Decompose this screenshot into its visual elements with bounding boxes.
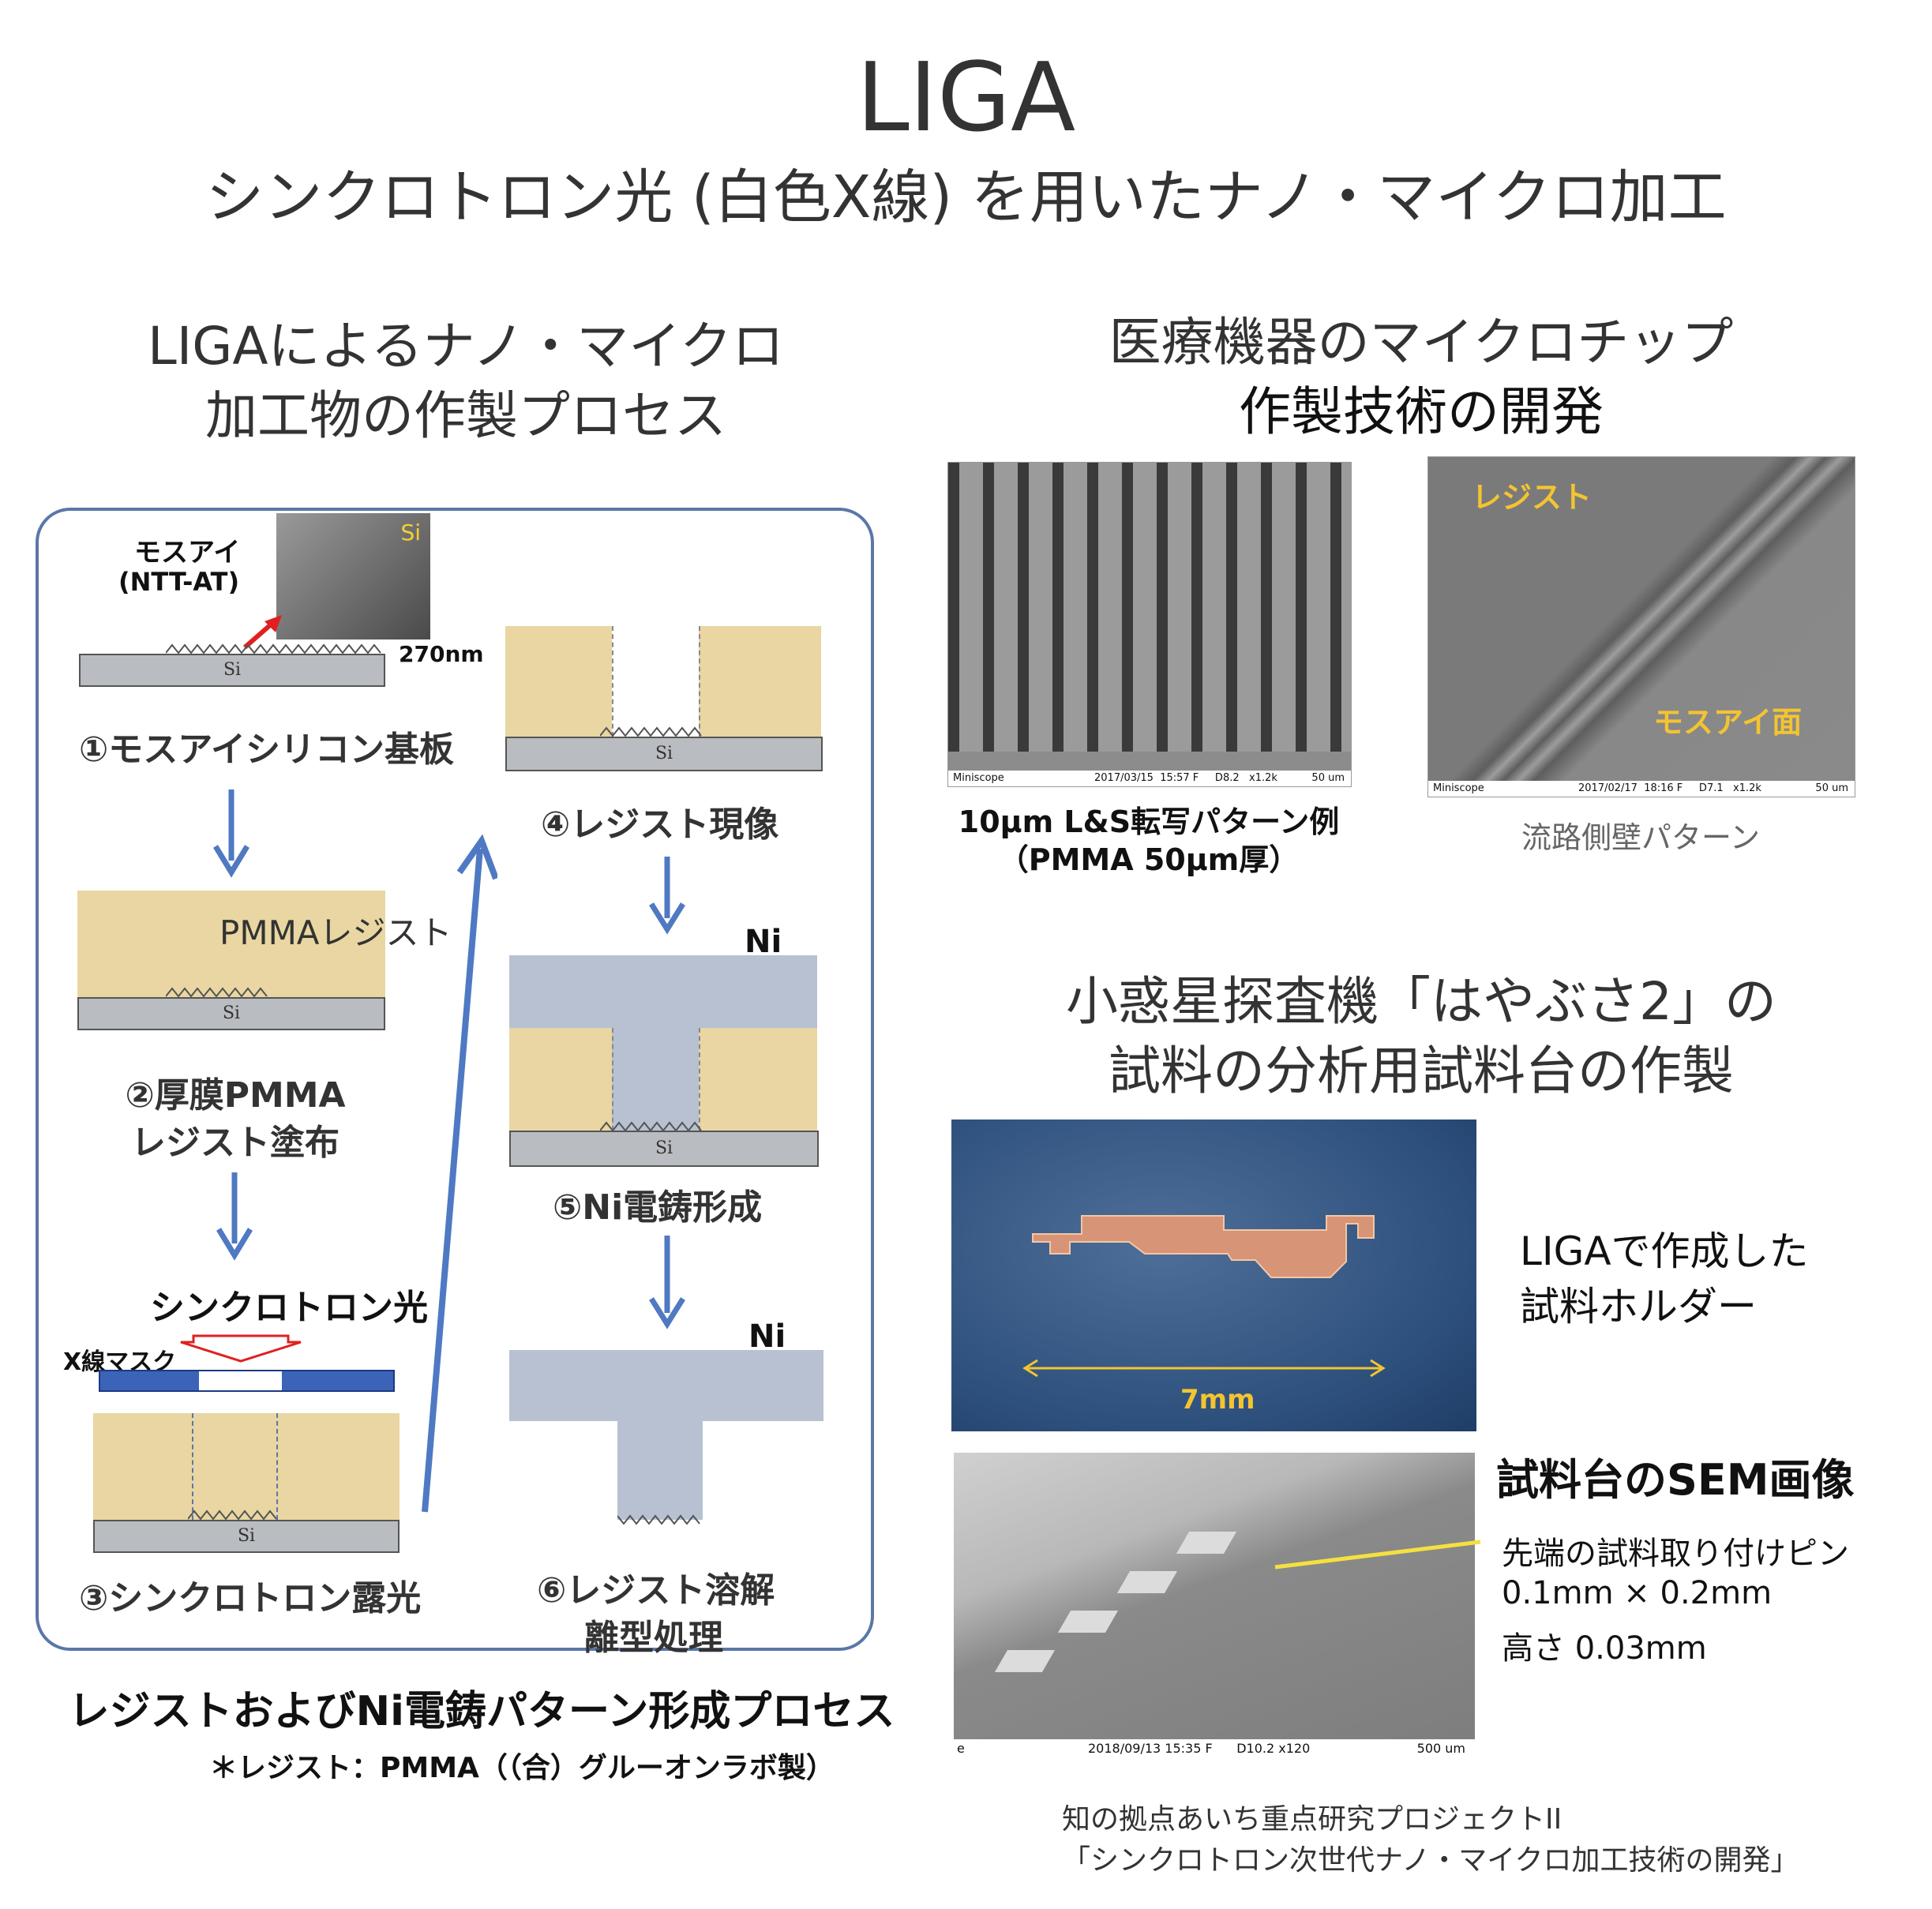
red-pointer-arrow xyxy=(243,615,282,650)
mothseye-label: モスアイ xyxy=(134,537,241,568)
down-arrow-1 xyxy=(213,789,249,878)
step6-ni-label: Ni xyxy=(748,1318,786,1355)
sem3-footer-left: e xyxy=(957,1741,965,1756)
step4-si-substrate: Si xyxy=(505,737,823,771)
sem-image-channel-wall: レジスト モスアイ面 Miniscope 2017/02/17 18:16 F … xyxy=(1427,456,1855,797)
step3-resist-layer xyxy=(93,1413,400,1520)
step5-label: ⑤Ni電鋳形成 xyxy=(553,1187,763,1228)
sem1-footer-scale: 50 um xyxy=(1311,772,1345,784)
step5-ni-label: Ni xyxy=(745,924,782,960)
sem1-footer-left: Miniscope xyxy=(953,772,1004,784)
step3-si-substrate: Si xyxy=(93,1520,400,1553)
sem3-footer-scale: 500 um xyxy=(1416,1741,1465,1756)
sample-holder-photo: 7mm xyxy=(951,1120,1476,1431)
step5-ni-pillar xyxy=(612,1028,699,1131)
synchrotron-light-label: シンクロトロン光 xyxy=(150,1288,428,1328)
down-arrow-2 xyxy=(216,1172,253,1261)
mothseye-source: (NTT-AT) xyxy=(118,567,240,597)
pin-pointer-line xyxy=(1274,1540,1481,1570)
copper-holder-shape xyxy=(1032,1215,1375,1278)
step5-si-substrate: Si xyxy=(509,1131,819,1167)
sem2-footer-mid: 2017/02/17 18:16 F D7.1 x1.2k xyxy=(1578,782,1761,794)
sem2-caption: 流路側壁パターン xyxy=(1521,820,1761,855)
step2-resist-layer xyxy=(77,891,385,997)
step6-ni-pillar xyxy=(617,1421,703,1520)
down-arrow-4 xyxy=(649,857,685,935)
mothseye-surface xyxy=(166,643,381,654)
photo-dimension-label: 7mm xyxy=(1180,1384,1255,1416)
sem2-footer-left: Miniscope xyxy=(1433,782,1484,794)
diagonal-up-arrow xyxy=(422,834,497,1513)
step4-resist-right xyxy=(699,626,821,737)
right-bottom-heading-line1: 小惑星探査機「はやぶさ2」の xyxy=(1066,971,1776,1032)
pin-text-line2: 0.1mm × 0.2mm xyxy=(1502,1575,1773,1611)
sem-image-ls-pattern: Miniscope 2017/03/15 15:57 F D8.2 x1.2k … xyxy=(947,462,1352,787)
process-panel xyxy=(36,508,874,1651)
step5-ni-top xyxy=(509,955,817,1028)
step6-ni-top xyxy=(509,1350,823,1421)
step2-label-line2: レジスト塗布 xyxy=(131,1123,340,1163)
dim-270nm: 270nm xyxy=(399,641,484,667)
dimension-arrow-7mm xyxy=(1022,1359,1386,1378)
sem1-caption-line1: 10μm L&S転写パターン例 xyxy=(958,804,1340,839)
right-bottom-heading-line2: 試料の分析用試料台の作製 xyxy=(1109,1041,1734,1101)
step6-label-line1: ⑥レジスト溶解 xyxy=(537,1570,775,1611)
sem3-footer-mid: 2018/09/13 15:35 F D10.2 x120 xyxy=(1088,1741,1311,1756)
right-top-heading-line2: 作製技術の開発 xyxy=(1239,381,1604,442)
footer-line2: 「シンクロトロン次世代ナノ・マイクロ加工技術の開発」 xyxy=(1062,1844,1799,1877)
sem2-footer-scale: 50 um xyxy=(1815,782,1848,794)
holder-text-line2: 試料ホルダー xyxy=(1520,1284,1757,1330)
synchrotron-beam-arrow xyxy=(180,1334,302,1363)
sem2-mothseye-label: モスアイ面 xyxy=(1653,705,1803,740)
sem1-caption-line2: （PMMA 50μm厚） xyxy=(998,842,1300,877)
step2-mothseye-surface xyxy=(166,987,268,998)
sem2-resist-label: レジスト xyxy=(1472,480,1592,515)
step1-si-substrate: Si xyxy=(79,654,385,687)
step2-si-substrate: Si xyxy=(77,997,385,1030)
sem-image-sample-stage: e 2018/09/13 15:35 F D10.2 x120 500 um xyxy=(954,1453,1475,1757)
process-caption: レジストおよびNi電鋳パターン形成プロセス xyxy=(68,1688,895,1735)
step4-resist-left xyxy=(505,626,612,737)
step2-label-line1: ②厚膜PMMA xyxy=(125,1075,346,1116)
holder-text-line1: LIGAで作成した xyxy=(1520,1228,1809,1274)
step4-mothseye-surface xyxy=(600,726,702,737)
left-heading-line1: LIGAによるナノ・マイクロ xyxy=(148,316,784,377)
step6-label-line2: 離型処理 xyxy=(584,1618,723,1658)
left-heading-line2: 加工物の作製プロセス xyxy=(205,385,726,446)
xray-mask-bar xyxy=(99,1370,395,1392)
step1-label: ①モスアイシリコン基板 xyxy=(79,729,455,770)
pmma-resist-label: PMMAレジスト xyxy=(219,913,452,952)
down-arrow-5 xyxy=(649,1236,685,1330)
page-title: LIGA xyxy=(856,43,1076,153)
step3-label: ③シンクロトロン露光 xyxy=(79,1578,422,1618)
pin-text-line1: 先端の試料取り付けピン xyxy=(1502,1536,1849,1572)
step4-label: ④レジスト現像 xyxy=(541,804,779,845)
step3-mothseye-surface xyxy=(188,1510,277,1521)
page-subtitle: シンクロトロン光 (白色X線) を用いたナノ・マイクロ加工 xyxy=(205,163,1727,231)
mothseye-sem-image: Si xyxy=(276,513,430,639)
si-image-label: Si xyxy=(400,519,421,546)
footer-line1: 知の拠点あいち重点研究プロジェクトII xyxy=(1062,1803,1562,1836)
step6-mothseye-replica xyxy=(617,1514,700,1525)
right-top-heading-line1: 医療機器のマイクロチップ xyxy=(1109,312,1734,373)
sem1-footer-mid: 2017/03/15 15:57 F D8.2 x1.2k xyxy=(1094,772,1277,784)
pin-text-line3: 高さ 0.03mm xyxy=(1502,1630,1707,1667)
xray-mask-opening xyxy=(199,1371,282,1390)
step5-resist-left xyxy=(509,1028,612,1131)
step5-resist-right xyxy=(699,1028,817,1131)
sem-title: 試料台のSEM画像 xyxy=(1496,1455,1855,1505)
resist-note: ＊レジスト：PMMA（（合）グルーオンラボ製） xyxy=(209,1752,835,1784)
